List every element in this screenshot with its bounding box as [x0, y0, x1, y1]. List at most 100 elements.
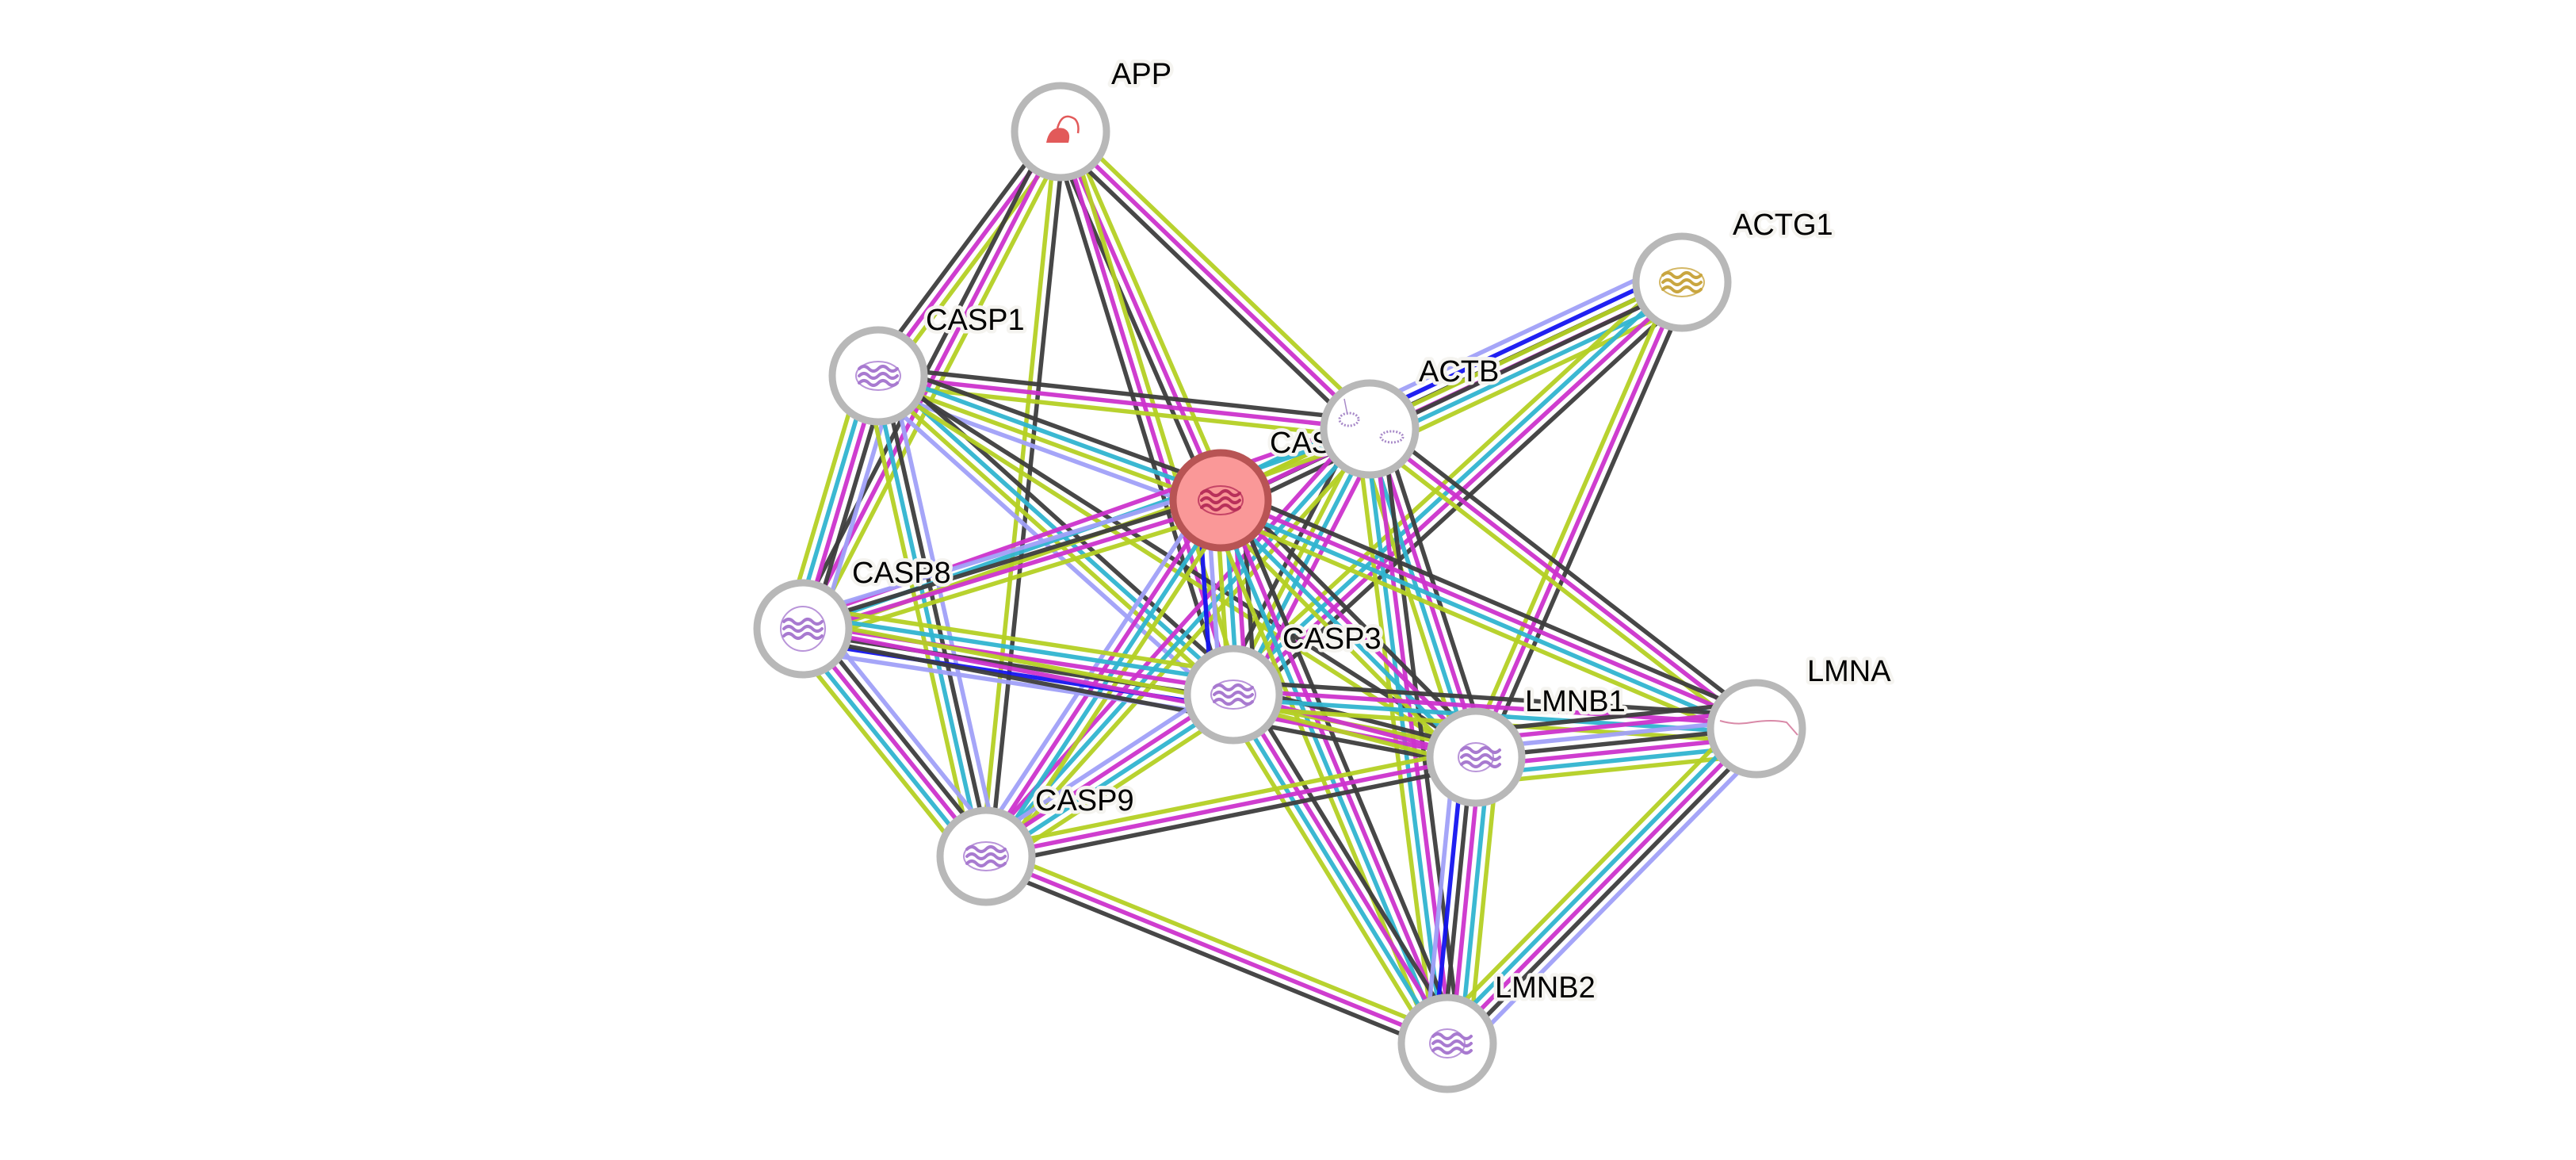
- edge-evidence-textmining: [995, 506, 1234, 865]
- edge-cas-lmnb2[interactable]: [1206, 494, 1462, 1050]
- edge-evidence-homology: [973, 492, 1212, 851]
- edge-evidence-textmining: [876, 377, 1221, 507]
- node-casp8[interactable]: CASP8: [753, 553, 954, 679]
- edge-evidence-textmining: [988, 846, 1452, 1038]
- edge-evidence-textmining: [787, 638, 975, 869]
- edge-evidence-coexpression: [878, 365, 1371, 423]
- edge-evidence-textmining: [1433, 714, 1746, 1033]
- edge-evidence-homology: [814, 616, 1002, 847]
- edge-evidence-databases: [1439, 721, 1752, 1039]
- node-circle[interactable]: [1397, 993, 1497, 1093]
- protein-structure-icon: [1046, 115, 1080, 143]
- edge-evidence-coexpression: [1240, 290, 1693, 706]
- edge-evidence-homology: [889, 372, 1001, 854]
- edge-evidence-experiments: [1059, 130, 1371, 431]
- protein-structure-icon: [1210, 680, 1256, 710]
- edge-actg1-lmnb1[interactable]: [1466, 278, 1692, 762]
- edge-evidence-experiments: [1473, 281, 1684, 759]
- edge-evidence-textmining: [1210, 507, 1469, 768]
- edge-evidence-textmining: [1066, 127, 1231, 498]
- edge-app-actb[interactable]: [1053, 124, 1378, 437]
- edge-evidence-textmining: [984, 746, 1475, 850]
- edge-evidence-coexpression: [869, 124, 1056, 373]
- node-lmnb1[interactable]: LMNB1: [1426, 682, 1629, 807]
- node-actb[interactable]: [1320, 379, 1420, 479]
- edge-evidence-databases: [1217, 502, 1756, 735]
- edge-evidence-coexpression: [880, 374, 993, 856]
- edge-evidence-databases: [805, 613, 1236, 684]
- node-casp9[interactable]: CASP9: [936, 781, 1137, 906]
- node-circle[interactable]: [1320, 379, 1420, 479]
- edge-evidence-textmining: [992, 703, 1242, 870]
- edge-evidence-experiments: [1446, 727, 1758, 1045]
- edge-evidence-experiments: [1368, 427, 1758, 731]
- edge-evidence-experiments: [803, 502, 1223, 635]
- edge-evidence-textmining: [1214, 510, 1752, 743]
- node-label: LMNB1: [1525, 685, 1626, 718]
- node-casp3[interactable]: CASP3: [1183, 619, 1385, 745]
- edge-evidence-coexpression: [881, 361, 1226, 491]
- edge-evidence-textmining: [1466, 278, 1676, 755]
- protein-structure-icon: [780, 606, 826, 652]
- edge-evidence-databases: [1458, 758, 1492, 1045]
- node-circle[interactable]: [1707, 679, 1806, 779]
- edge-evidence-coexpression: [1451, 733, 1764, 1051]
- node-label: LMNB2: [1495, 971, 1596, 1005]
- edge-evidence-coexpression: [1053, 136, 1366, 437]
- node-casp1[interactable]: CASP1: [828, 301, 1028, 426]
- node-label: ACTB: [1419, 355, 1499, 389]
- edge-evidence-coexpression: [987, 764, 1478, 867]
- protein-structure-icon: [963, 841, 1009, 871]
- edge-evidence-databases: [879, 370, 1238, 693]
- edge-evidence-textmining: [863, 378, 976, 860]
- edge-evidence-textmining: [991, 433, 1378, 864]
- node-lmnb2[interactable]: LMNB2: [1397, 968, 1599, 1093]
- edge-evidence-experiments: [1234, 284, 1687, 700]
- node-label: LMNA: [1807, 655, 1891, 688]
- edge-evidence-homology: [1458, 739, 1771, 1058]
- edge-evidence-experiments: [1243, 434, 1384, 702]
- edge-evidence-coexpression: [1242, 686, 1461, 1038]
- edge-evidence-databases: [1216, 501, 1475, 762]
- node-actg1[interactable]: ACTG1: [1632, 205, 1836, 332]
- edge-evidence-coexpression: [1374, 420, 1764, 724]
- edge-evidence-databases: [1214, 501, 1446, 1047]
- edge-evidence-experiments: [984, 854, 1449, 1046]
- edge-lmna-lmnb2[interactable]: [1433, 714, 1771, 1058]
- edge-evidence-experiments: [1235, 691, 1454, 1043]
- edge-evidence-fusion: [1363, 268, 1678, 419]
- edge-evidence-experiments: [877, 373, 1370, 431]
- edge-casp9-lmnb1[interactable]: [984, 746, 1478, 867]
- edge-evidence-homology: [1359, 260, 1674, 412]
- protein-structure-icon: [855, 361, 901, 391]
- node-lmna[interactable]: LMNA: [1707, 652, 1895, 779]
- node-label: CASP3: [1282, 622, 1382, 656]
- edge-evidence-databases: [1227, 695, 1446, 1047]
- node-label: CASP8: [852, 557, 951, 590]
- edge-casp9-lmnb2[interactable]: [981, 846, 1452, 1054]
- edge-evidence-experiments: [1473, 709, 1756, 742]
- node-label: CASP1: [926, 304, 1025, 337]
- edge-evidence-databases: [1235, 430, 1376, 698]
- protein-structure-icon: [1458, 742, 1501, 772]
- edge-evidence-coexpression: [1225, 486, 1763, 719]
- node-label: ACTG1: [1733, 209, 1833, 242]
- nodes-layer: APPACTG1CASP1CASCASP8CASP3LMNB1LMNACASP9…: [753, 55, 1895, 1093]
- edge-evidence-experiments: [985, 755, 1477, 859]
- edge-evidence-databases: [871, 376, 984, 858]
- edge-cas-lmna[interactable]: [1214, 486, 1763, 743]
- edge-evidence-experiments: [1221, 494, 1760, 727]
- node-app[interactable]: APP: [1011, 55, 1175, 182]
- edge-evidence-coexpression: [1049, 133, 1228, 699]
- edge-casp3-lmnb2[interactable]: [1220, 686, 1461, 1052]
- edge-evidence-coexpression: [1481, 285, 1692, 762]
- node-circle[interactable]: [1426, 707, 1526, 807]
- edge-evidence-textmining: [805, 605, 1237, 676]
- edges-layer: [784, 124, 1771, 1058]
- edge-evidence-textmining: [1466, 759, 1500, 1047]
- edge-evidence-homology: [977, 681, 1228, 848]
- edge-casp1-casp9[interactable]: [863, 372, 1001, 860]
- edge-evidence-coexpression: [801, 494, 1221, 627]
- edge-evidence-coexpression: [1473, 700, 1754, 733]
